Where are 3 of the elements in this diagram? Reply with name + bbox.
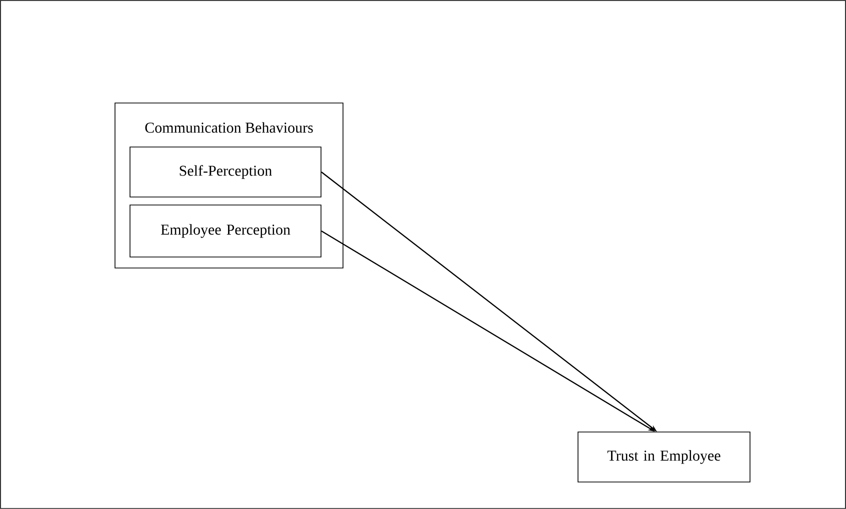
process-box: Employee Perception	[130, 204, 322, 258]
process-box: Trust in Employee	[578, 432, 750, 482]
process-box: Self-Perception	[130, 146, 322, 198]
